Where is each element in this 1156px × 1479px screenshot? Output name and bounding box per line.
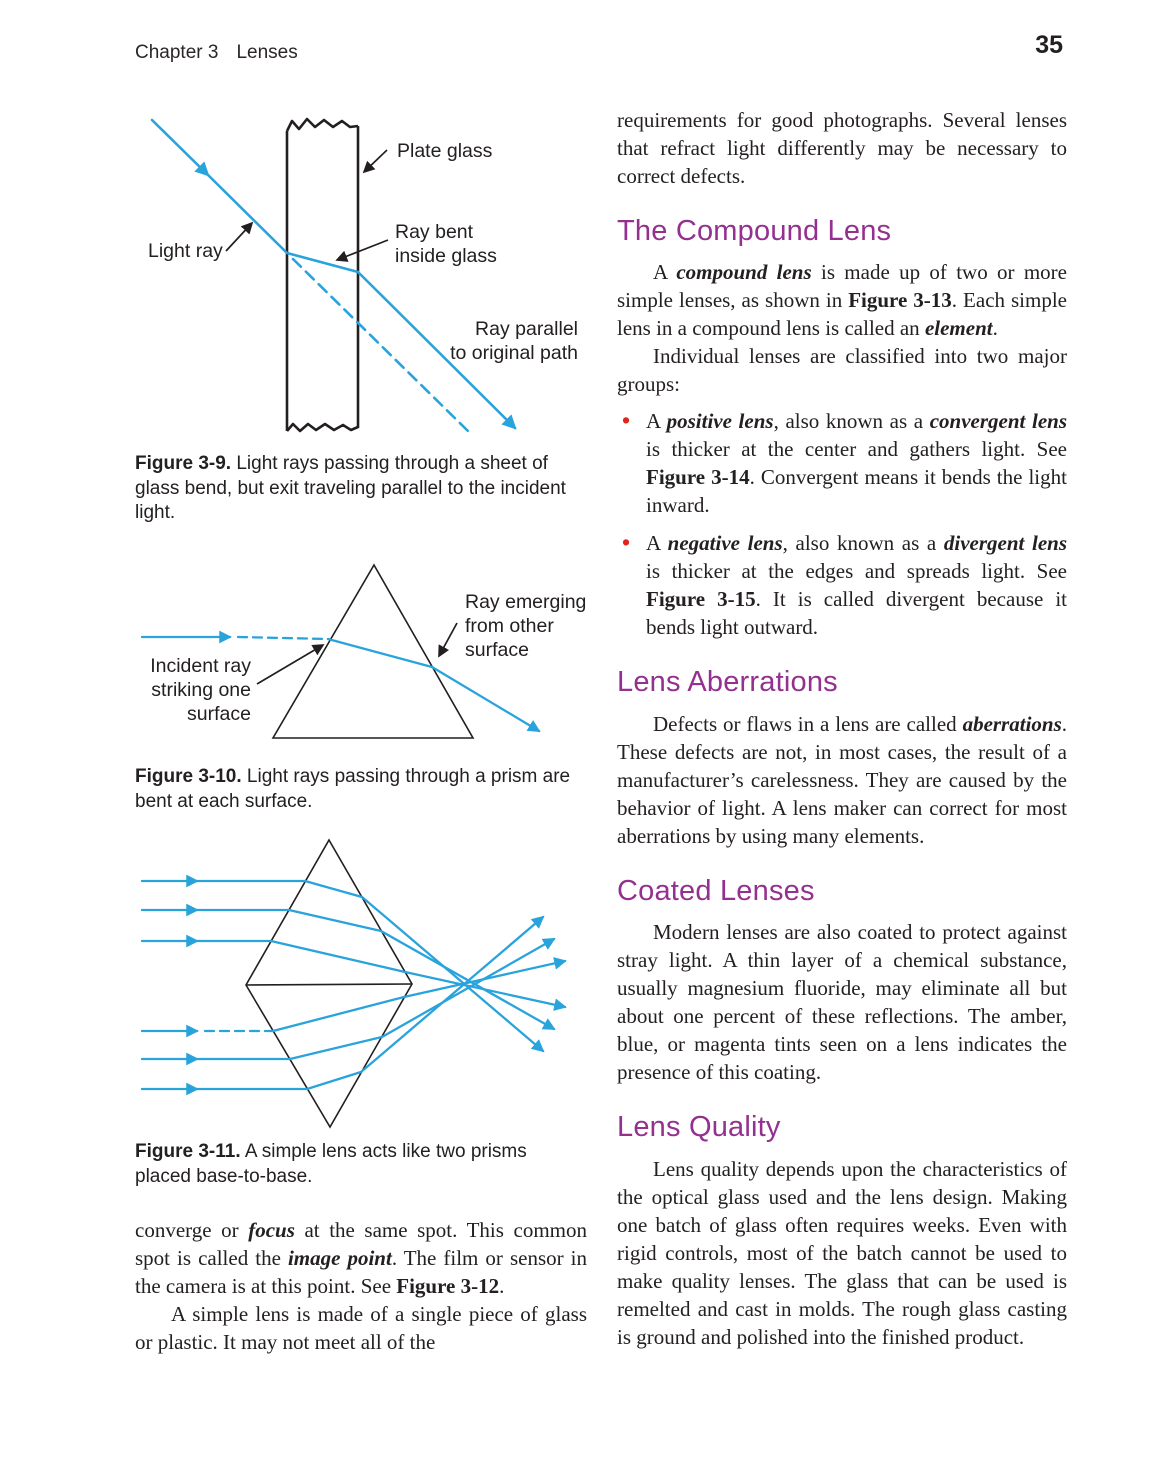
bullet-icon: • [622, 407, 631, 434]
section-heading-lens-aberrations: Lens Aberrations [617, 666, 838, 699]
plate-glass-label: Plate glass [397, 140, 493, 162]
chapter-label: Chapter 3 [135, 42, 219, 63]
incident-ray-label-line1: Incident ray [150, 655, 251, 677]
figure-3-10-caption: Figure 3-10. Light rays passing through … [135, 766, 571, 812]
chapter-topic: Lenses [236, 42, 298, 63]
double-prism-shape [245, 838, 413, 1129]
incident-ray-label-line2: striking one [151, 679, 251, 701]
paragraph-lens-quality: Lens quality depends upon the characteri… [617, 1156, 1067, 1349]
list-item: • A negative lens, also known as a diver… [617, 529, 1067, 641]
ray-emerging-arrow [438, 622, 458, 658]
ray-emerging-label-line3: surface [465, 639, 529, 661]
light-ray-path [140, 630, 541, 733]
lens-type-list: • A positive lens, also known as a conve… [617, 407, 1067, 641]
ray-bent-label-line2: inside glass [395, 245, 497, 267]
paragraph-simple-lens: A simple lens is made of a single piece … [135, 1302, 587, 1354]
paragraph-individual-lenses: Individual lenses are classified into tw… [617, 344, 1067, 397]
figure-3-9-diagram: Plate glass Light ray Ray bent inside gl… [148, 117, 578, 434]
paragraph-compound-lens: A compound lens is made up of two or mor… [617, 260, 1067, 341]
ray-emerging-label-line1: Ray emerging [465, 591, 586, 613]
bullet-icon: • [622, 529, 631, 556]
figure-3-9-caption: Figure 3-9. Light rays passing through a… [135, 453, 566, 523]
paragraph-coated-lenses: Modern lenses are also coated to protect… [617, 920, 1067, 1085]
ray-bent-arrow [335, 239, 389, 262]
light-ray-path [150, 118, 517, 434]
paragraph-converge-focus: converge or focus at the same spot. This… [135, 1218, 587, 1298]
bullet-positive-lens: A positive lens, also known as a converg… [646, 409, 1068, 518]
figure-3-11-caption: Figure 3-11. A simple lens acts like two… [135, 1141, 527, 1187]
incident-ray-label-line3: surface [187, 703, 251, 725]
light-ray-label: Light ray [148, 240, 223, 262]
figure-3-10-diagram: Ray emerging from other surface Incident… [140, 563, 586, 739]
paragraph-requirements: requirements for good photographs. Sever… [617, 108, 1067, 188]
section-heading-coated-lenses: Coated Lenses [617, 874, 815, 907]
original-path-dashed-ray [291, 257, 471, 434]
running-header: Chapter 3 Lenses [135, 42, 298, 64]
section-heading-the-compound-lens: The Compound Lens [617, 215, 892, 247]
plate-glass-arrow [362, 149, 388, 174]
list-item: • A positive lens, also known as a conve… [617, 407, 1067, 519]
bullet-negative-lens: A negative lens, also known as a diverge… [646, 531, 1068, 640]
ray-emerging-label-line2: from other [465, 615, 554, 637]
ray-parallel-label-line2: to original path [450, 342, 578, 364]
incident-ray-arrow [256, 644, 325, 685]
ray-parallel-label-line1: Ray parallel [475, 318, 578, 340]
plate-glass-shape [285, 117, 360, 433]
ray-bent-label-line1: Ray bent [395, 221, 474, 243]
light-ray-arrow [225, 221, 254, 252]
paragraph-aberrations: Defects or flaws in a lens are called ab… [617, 711, 1067, 848]
left-column-text: converge or focus at the same spot. This… [135, 1216, 587, 1356]
page-number: 35 [1035, 31, 1063, 59]
right-column-text: requirements for good photographs. Sever… [617, 106, 1067, 1351]
light-ray-bundle [140, 874, 567, 1096]
figure-3-11-diagram [140, 838, 567, 1129]
section-heading-lens-quality: Lens Quality [617, 1111, 781, 1144]
